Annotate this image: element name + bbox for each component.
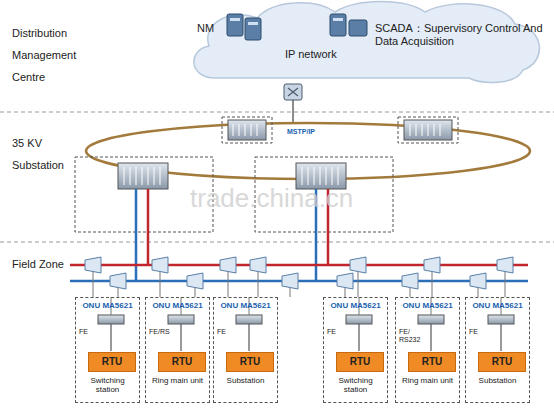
- rtu-label: RTU: [422, 356, 443, 368]
- mstp-equipment: [118, 120, 452, 189]
- site-label: Switching station: [78, 376, 137, 394]
- onu-model: ONU MA5621: [76, 301, 139, 310]
- port-label: FE/ RS232: [399, 328, 425, 344]
- zone-label: Distribution Management Centre: [12, 22, 82, 88]
- rtu-box: RTU: [88, 352, 136, 372]
- rtu-label: RTU: [240, 356, 261, 368]
- onu-devices: [98, 297, 514, 351]
- router-icon: [284, 84, 302, 100]
- rtu-label: RTU: [102, 356, 123, 368]
- onu-model: ONU MA5621: [214, 301, 277, 310]
- rtu-box: RTU: [226, 352, 274, 372]
- zone-label: 35 KV Substation: [12, 132, 72, 176]
- onu-box: ONU MA5621FE/RS Ring main unit RTU: [145, 297, 210, 403]
- onu-model: ONU MA5621: [466, 301, 529, 310]
- port-label: FE: [469, 328, 495, 336]
- rtu-label: RTU: [492, 356, 513, 368]
- site-label: Ring main unit: [398, 376, 457, 385]
- substation-box: [222, 117, 272, 143]
- site-label: Ring main unit: [148, 376, 207, 385]
- blue-bus: [70, 280, 528, 283]
- cloud-label: NM: [197, 22, 214, 35]
- zone-separator: [0, 242, 554, 243]
- port-label: FE: [217, 328, 243, 336]
- ring-label: MSTP/IP: [286, 128, 316, 136]
- port-label: FE: [327, 328, 353, 336]
- cloud-label: IP network: [285, 48, 337, 61]
- rtu-label: RTU: [172, 356, 193, 368]
- onu-box: ONU MA5621FE Switching station RTU: [323, 297, 388, 403]
- red-bus: [70, 264, 528, 267]
- onu-model: ONU MA5621: [396, 301, 459, 310]
- cloud: NM IP network SCADA：Supervisory Control An…: [185, 0, 548, 86]
- watermark: trade.china.cn: [190, 184, 353, 214]
- onu-box: ONU MA5621FE/ RS232Ring main unit RTU: [395, 297, 460, 403]
- onu-model: ONU MA5621: [146, 301, 209, 310]
- site-label: Switching station: [326, 376, 385, 394]
- onu-model: ONU MA5621: [324, 301, 387, 310]
- onu-box: ONU MA5621FE Substation RTU: [465, 297, 530, 403]
- rtu-box: RTU: [336, 352, 384, 372]
- rtu-box: RTU: [158, 352, 206, 372]
- cloud-label: SCADA：Supervisory Control And Data Acqui…: [375, 22, 543, 47]
- rtu-box: RTU: [478, 352, 526, 372]
- port-label: FE/RS: [149, 328, 175, 336]
- rtu-box: RTU: [408, 352, 456, 372]
- splitters: [85, 257, 513, 297]
- site-label: Substation: [216, 376, 275, 385]
- rtu-label: RTU: [350, 356, 371, 368]
- onu-box: ONU MA5621FE Substation RTU: [213, 297, 278, 403]
- port-label: FE: [79, 328, 105, 336]
- substation-box: [398, 117, 458, 143]
- zone-label: Field Zone: [12, 258, 64, 271]
- zone-separator: [0, 112, 554, 113]
- site-label: Substation: [468, 376, 527, 385]
- onu-box: ONU MA5621FE Switching station RTU: [75, 297, 140, 403]
